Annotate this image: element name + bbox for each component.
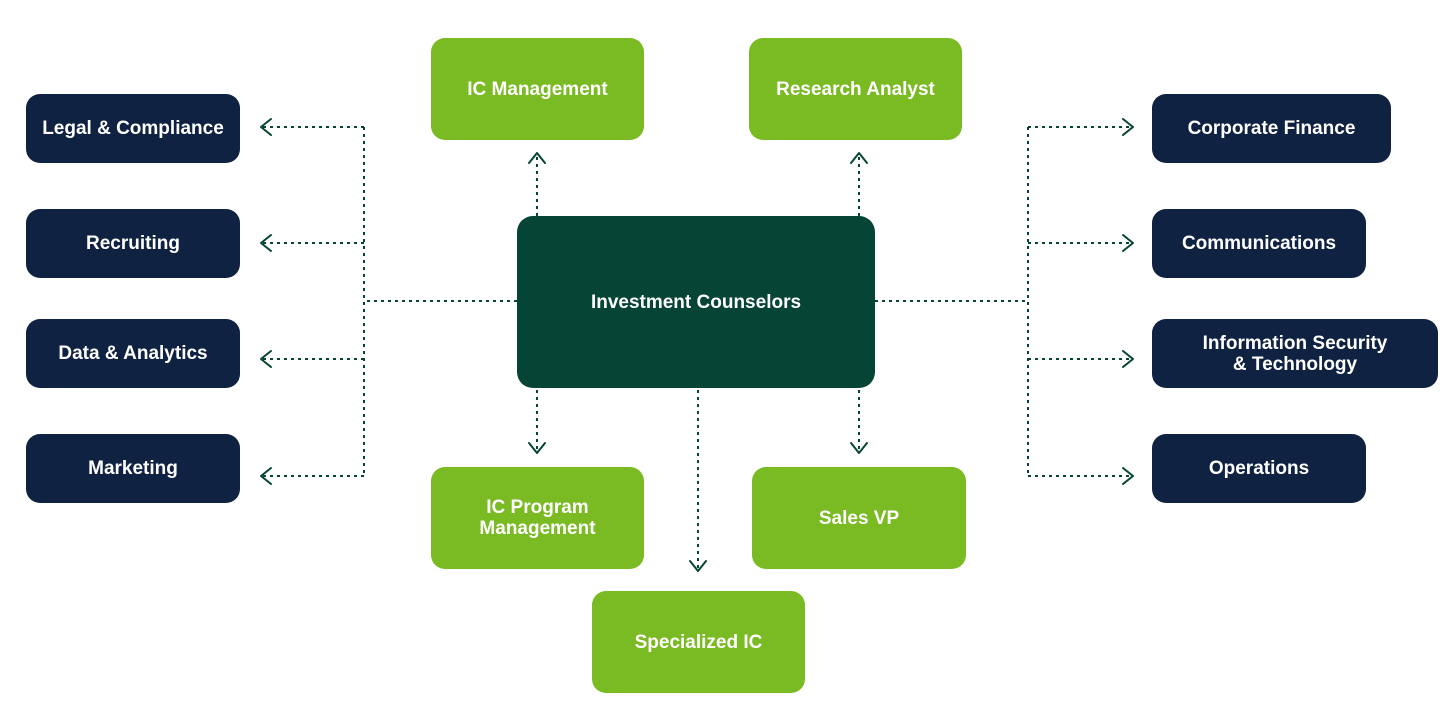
- connector-group: [262, 126, 1132, 568]
- role-label: Sales VP: [818, 507, 900, 529]
- dept-label: Corporate Finance: [1187, 118, 1356, 139]
- role-ic-management: IC Management: [431, 38, 644, 140]
- arrowhead-right-infosec: [1122, 350, 1134, 368]
- dept-marketing: Marketing: [26, 434, 240, 503]
- arrowhead-right-operations: [1122, 467, 1134, 485]
- role-label: Research Analyst: [776, 78, 935, 100]
- role-research-analyst: Research Analyst: [749, 38, 962, 140]
- arrowhead-down-sales: [850, 442, 868, 454]
- dept-corporate-finance: Corporate Finance: [1152, 94, 1391, 163]
- arrowhead-left-legal: [260, 118, 272, 136]
- dept-label: Legal & Compliance: [42, 118, 224, 139]
- dept-label: Communications: [1181, 233, 1337, 254]
- role-specialized-ic: Specialized IC: [592, 591, 805, 693]
- arrowhead-up-research: [850, 152, 868, 164]
- arrowhead-down-program: [528, 442, 546, 454]
- arrowheads: [260, 118, 1134, 572]
- dept-recruiting: Recruiting: [26, 209, 240, 278]
- dept-information-security-technology: Information Security & Technology: [1152, 319, 1438, 388]
- arrowhead-left-recruiting: [260, 234, 272, 252]
- dept-data-analytics: Data & Analytics: [26, 319, 240, 388]
- arrowhead-up-ic-management: [528, 152, 546, 164]
- dept-communications: Communications: [1152, 209, 1366, 278]
- role-label: IC Program Management: [479, 497, 596, 539]
- hub-label: Investment Counselors: [590, 291, 802, 313]
- dept-label: Marketing: [88, 458, 178, 479]
- dept-operations: Operations: [1152, 434, 1366, 503]
- dept-label: Operations: [1208, 458, 1310, 479]
- dept-label: Data & Analytics: [58, 343, 208, 364]
- dept-legal-compliance: Legal & Compliance: [26, 94, 240, 163]
- arrowhead-right-finance: [1122, 118, 1134, 136]
- arrowhead-left-marketing: [260, 467, 272, 485]
- dept-label: Recruiting: [86, 233, 180, 254]
- arrowhead-down-specialized: [689, 560, 707, 572]
- arrowhead-right-comms: [1122, 234, 1134, 252]
- role-label: Specialized IC: [634, 631, 763, 653]
- role-ic-program-management: IC Program Management: [431, 467, 644, 569]
- role-sales-vp: Sales VP: [752, 467, 966, 569]
- arrowhead-left-data: [260, 350, 272, 368]
- role-label: IC Management: [467, 78, 608, 100]
- hub-investment-counselors: Investment Counselors: [517, 216, 875, 388]
- dept-label: Information Security & Technology: [1202, 332, 1388, 375]
